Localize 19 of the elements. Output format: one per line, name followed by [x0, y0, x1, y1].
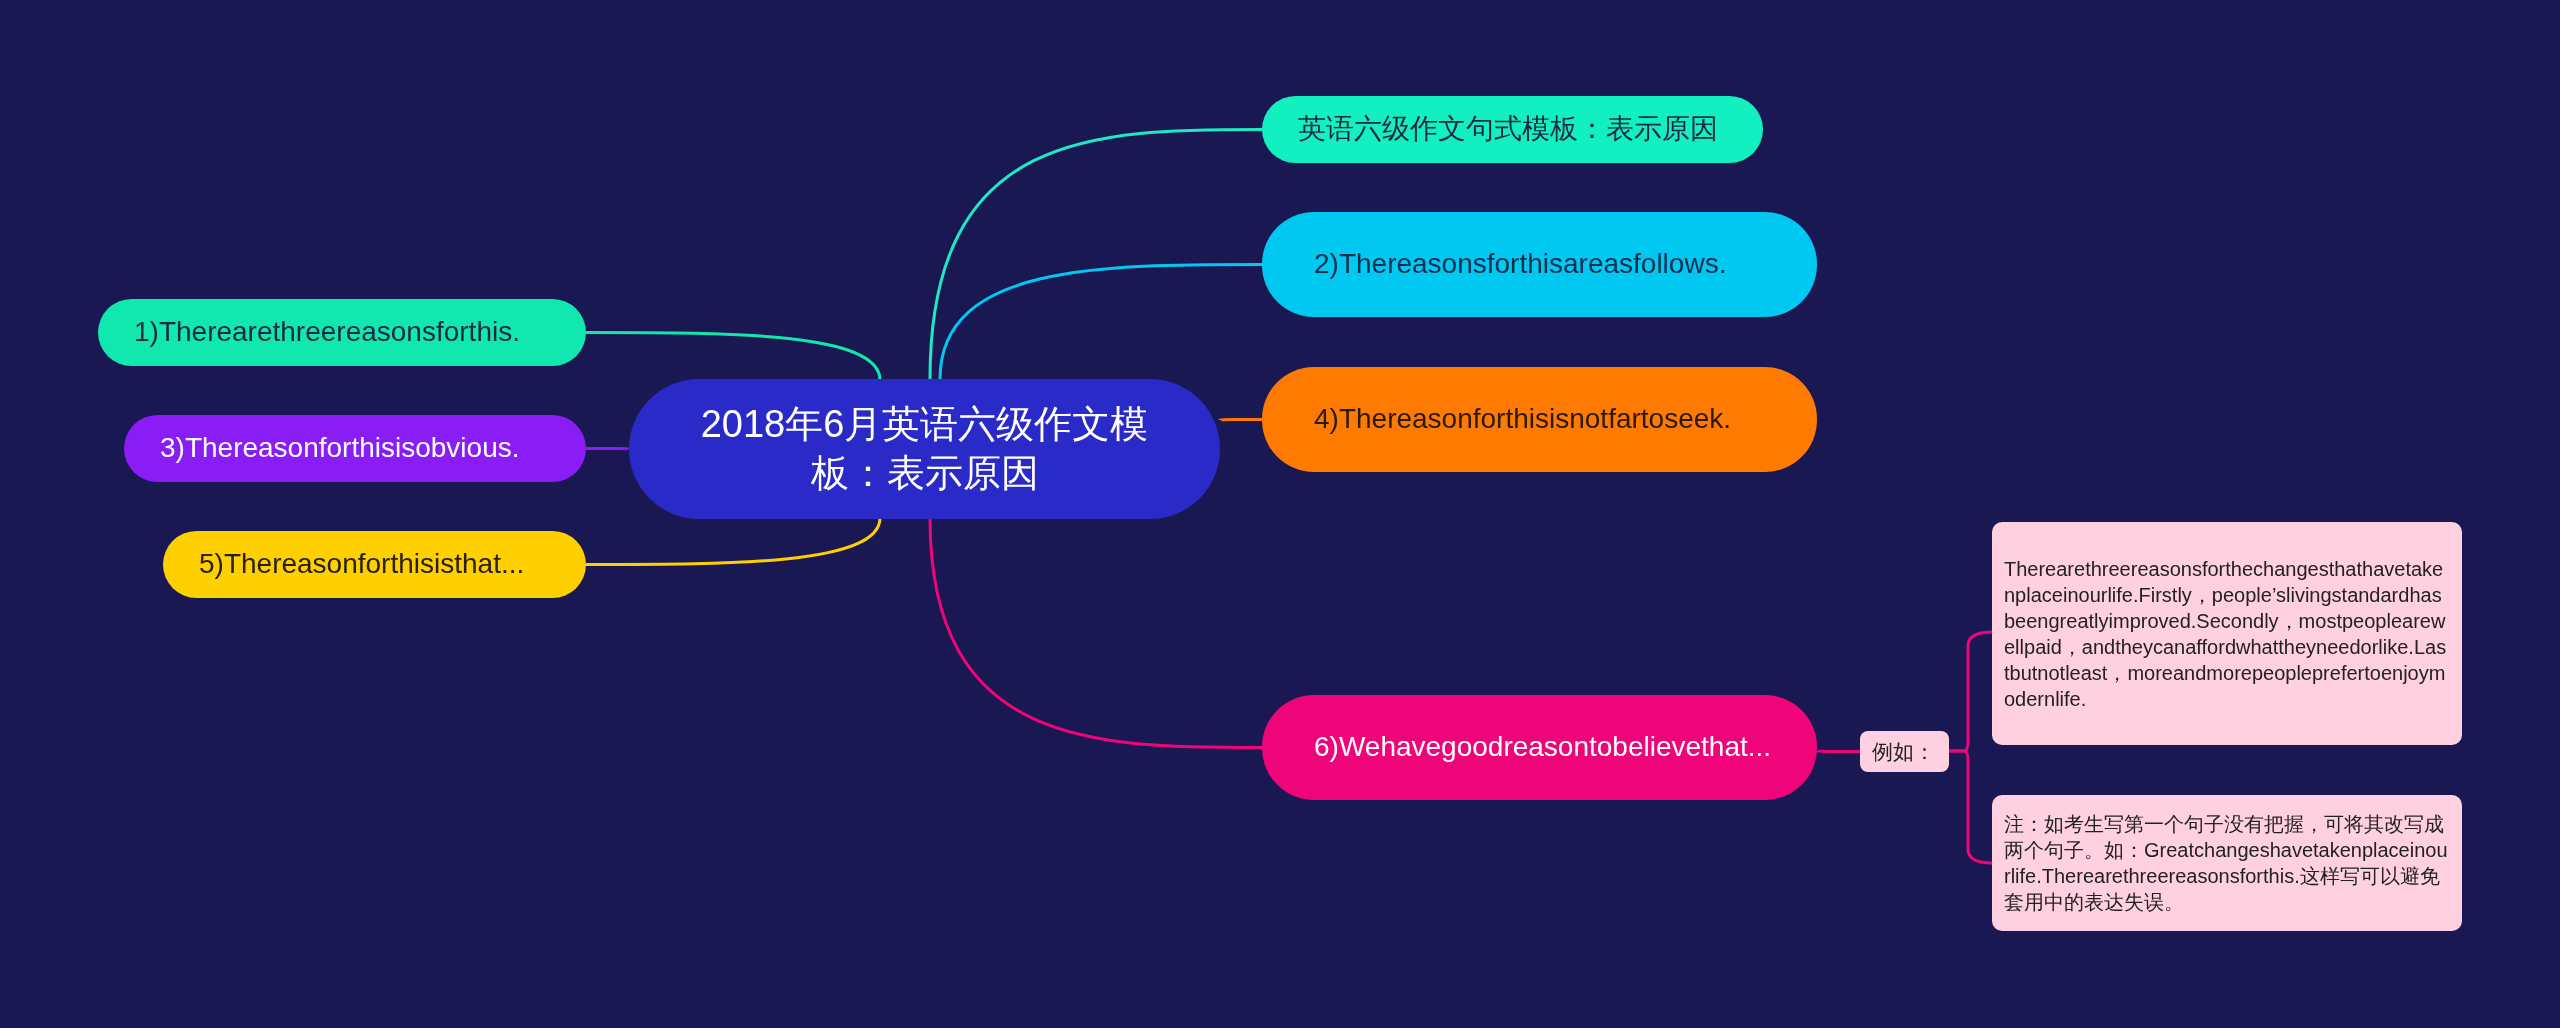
topic-pill: 4)Thereasonforthisisnotfartoseek. — [1262, 367, 1817, 472]
topic-pill: 英语六级作文句式模板：表示原因 — [1262, 96, 1763, 163]
topic-pill: 2)Thereasonsforthisareasfollows. — [1262, 212, 1817, 317]
tag-box: 例如： — [1860, 731, 1949, 772]
topic-pill: 3)Thereasonforthisisobvious. — [124, 415, 586, 482]
connector-line — [1219, 418, 1262, 422]
connector-line — [586, 331, 882, 381]
connector-line — [928, 128, 1262, 380]
topic-pill: 1)Therearethreereasonsforthis. — [98, 299, 586, 366]
connector-line — [938, 263, 1262, 380]
connector-line — [586, 447, 630, 451]
topic-pill: 6)Wehavegoodreasontobelievethat... — [1262, 695, 1817, 800]
connector-line — [1816, 749, 1860, 753]
topic-pill: 5)Thereasonforthisisthat... — [163, 531, 586, 598]
note-box: Therearethreereasonsforthechangesthathavetakenplaceinourlife.Firstly，people’slivingstandardhasbeengreatlyimproved.Secondly，mostpeoplearewellpaid，andtheycanaffordwhattheyneedorlike.Lastbutnotleast，moreandmorepeopleprefertoenjoymodernlife. — [1992, 522, 2462, 745]
note-box: 注：如考生写第一个句子没有把握，可将其改写成两个句子。如：Greatchangeshavetakenplaceinourlife.Therearethreereasonsforthis.这样写可以避免套用中的表达失误。 — [1992, 795, 2462, 931]
central-topic-pill: 2018年6月英语六级作文模板：表示原因 — [629, 379, 1220, 519]
connector-line — [586, 517, 882, 566]
connector-line — [928, 517, 1262, 749]
